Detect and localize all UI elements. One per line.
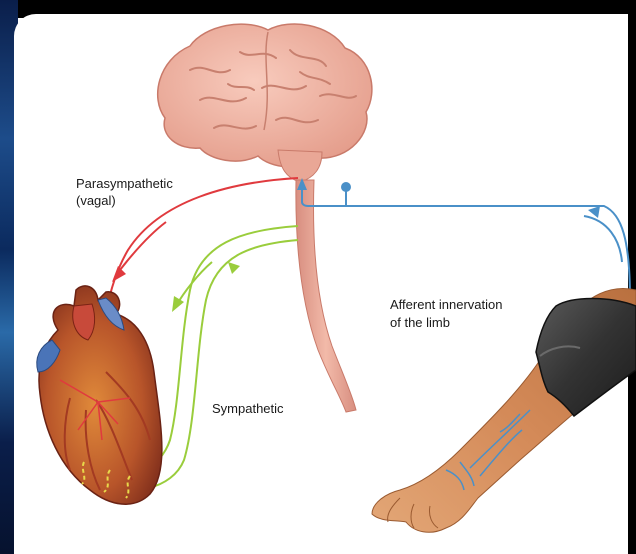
label-afferent-line2: of the limb — [390, 315, 450, 331]
brain-illustration — [158, 24, 372, 182]
afferent-arrowhead-arm — [588, 206, 600, 218]
label-parasympathetic-line2: (vagal) — [76, 193, 116, 209]
sensory-terminal-icon — [341, 182, 351, 206]
label-sympathetic: Sympathetic — [212, 401, 284, 417]
label-parasympathetic-line1: Parasympathetic — [76, 176, 173, 192]
spinal-cord — [296, 180, 356, 412]
label-afferent-line1: Afferent innervation — [390, 297, 503, 313]
sympathetic-arrowhead-left — [172, 296, 184, 312]
sympathetic-arrowhead-right — [228, 262, 240, 274]
afferent-pathway — [302, 180, 630, 300]
parasympathetic-arrowhead — [112, 266, 126, 282]
heart-illustration — [37, 286, 162, 504]
